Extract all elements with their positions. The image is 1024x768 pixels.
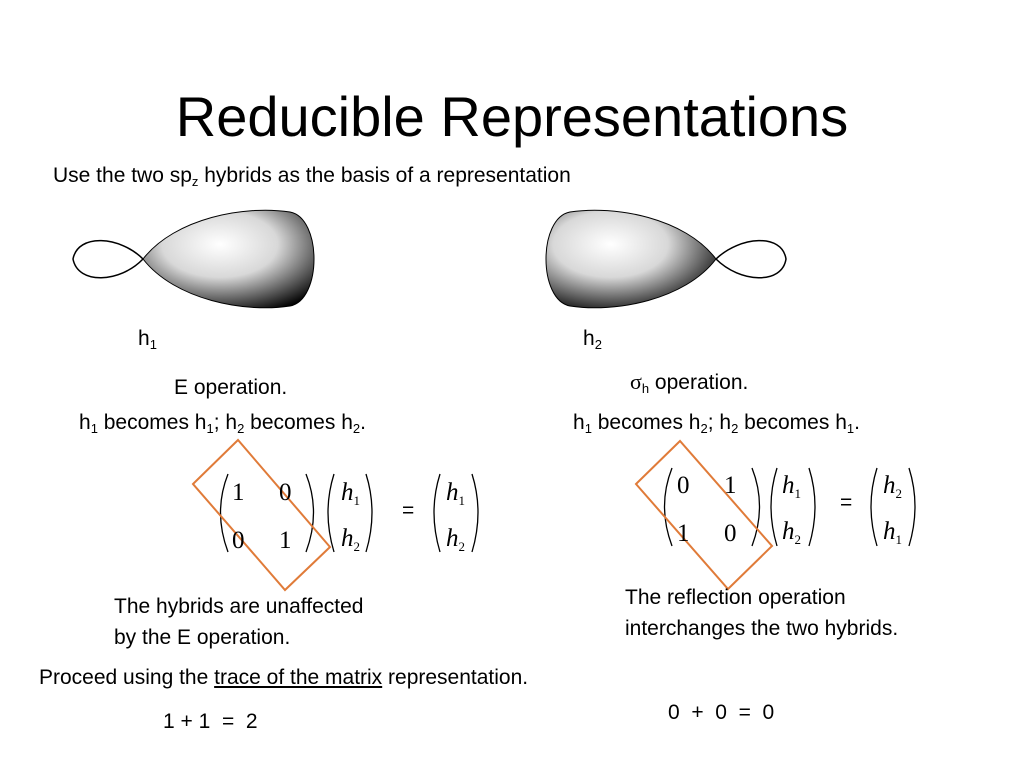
right-effect-text: h1 becomes h2; h2 becomes h1.: [573, 411, 860, 436]
slide-title: Reducible Representations: [175, 85, 849, 148]
right-matrix-r2c1: 1: [677, 520, 690, 547]
left-vector-in-2: h2: [341, 525, 360, 554]
right-equals: =: [840, 491, 853, 514]
left-matrix-brackets: [219, 473, 479, 553]
right-trace: 0 + 0 = 0: [668, 701, 775, 724]
orbital-h2: [545, 209, 787, 309]
right-vector-in-2: h2: [782, 518, 801, 547]
left-vector-out-1: h1: [446, 479, 465, 508]
intro-text: Use the two spz hybrids as the basis of …: [53, 164, 571, 189]
right-vector-out-1: h2: [883, 472, 902, 501]
left-matrix-r1c1: 1: [232, 479, 245, 506]
trace-of-matrix-link: trace of the matrix: [214, 666, 383, 689]
left-trace: 1 + 1 = 2: [163, 710, 258, 733]
left-vector-in-1: h1: [341, 479, 360, 508]
right-operation-label: σh operation.: [630, 369, 749, 396]
left-equals: =: [402, 499, 415, 522]
right-vector-in-1: h1: [782, 472, 801, 501]
intro-post: hybrids as the basis of a representation: [198, 164, 571, 187]
right-matrix-r2c2: 0: [724, 520, 737, 547]
orbital-h1: [72, 209, 315, 309]
left-effect-text: h1 becomes h1; h2 becomes h2.: [79, 411, 366, 436]
right-vector-out-2: h1: [883, 518, 902, 547]
left-diagonal-highlight: [191, 438, 332, 592]
right-matrix-r1c2: 1: [724, 472, 737, 499]
right-diagonal-highlight: [634, 439, 774, 591]
label-h2: h2: [583, 327, 602, 352]
left-operation-label: E operation.: [174, 376, 288, 399]
proceed-text: Proceed using the trace of the matrix re…: [39, 666, 529, 689]
label-h1: h1: [138, 327, 157, 352]
left-matrix-r1c2: 0: [279, 479, 292, 506]
left-matrix-r2c1: 0: [232, 527, 245, 554]
left-matrix-r2c2: 1: [279, 527, 292, 554]
right-matrix-brackets: [663, 467, 916, 547]
intro-pre: Use the two sp: [53, 164, 192, 187]
right-matrix-r1c1: 0: [677, 472, 690, 499]
intro-sub: z: [191, 174, 199, 189]
left-vector-out-2: h2: [446, 525, 465, 554]
